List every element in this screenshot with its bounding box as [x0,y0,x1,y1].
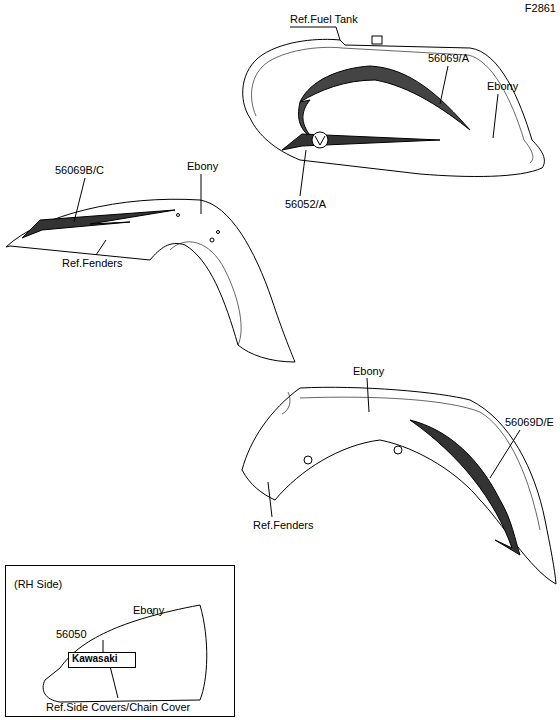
reference-label: Ref.Side Covers/Chain Cover [46,701,190,714]
inset-box: (RH Side) Ebony 56050Ref.Side Covers/Chain… [5,565,235,717]
part-number: 56069/A [428,52,469,65]
color-label: Ebony [133,604,164,617]
front-fender [6,199,295,362]
tank-emblem [282,134,440,150]
part-number: 56069B/C [55,164,104,177]
color-label: Ebony [187,160,218,173]
tank-stripe [300,66,470,130]
part-number: 56069D/E [505,416,554,429]
logo-text: Kawasaki [69,653,135,665]
rear-fender-stripe [410,420,520,555]
reference-label: Ref.Fenders [62,257,123,270]
color-label: Ebony [353,365,384,378]
side-cover [43,605,207,702]
reference-label: Ref.Fuel Tank [290,13,358,26]
color-label: Ebony [487,80,518,93]
rear-fender [242,387,556,584]
filler-cap [372,36,382,44]
fuel-tank [243,39,545,176]
inset-heading: (RH Side) [14,578,62,591]
figure-code: F2861 [525,2,556,15]
logo-plate: Kawasaki [68,652,136,668]
part-number: 56052/A [285,198,326,211]
reference-label: Ref.Fenders [253,519,314,532]
part-number: 56050 [56,628,87,641]
front-fender-stripe [22,210,175,238]
